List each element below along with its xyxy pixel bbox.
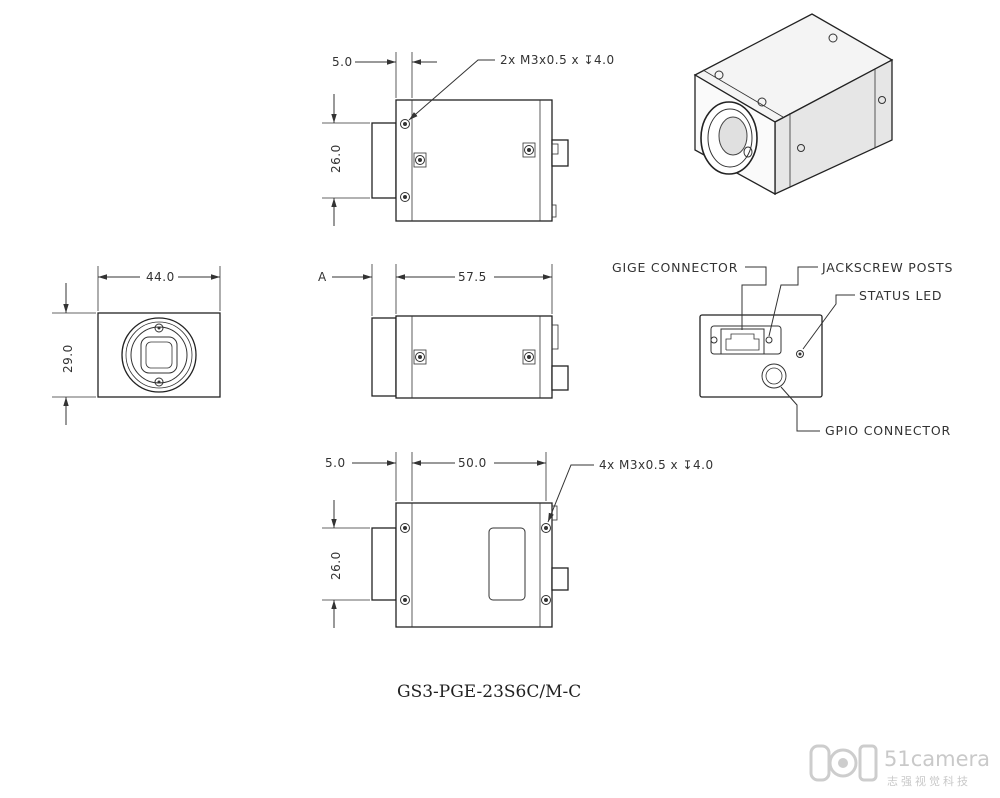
dim-front-width: 44.0 (146, 270, 175, 284)
screw-hole (413, 152, 427, 168)
label-area (488, 527, 526, 601)
lens-mount-bottom (371, 527, 397, 601)
screw-hole (154, 323, 164, 333)
screw-hole (400, 523, 410, 533)
sensor-window (140, 336, 178, 374)
screw-hole (541, 595, 551, 605)
dim-bottom-offset: 5.0 (325, 456, 346, 470)
dim-front-height: 29.0 (61, 344, 75, 373)
screw-hole (522, 349, 536, 365)
watermark-tagline: 志强视觉科技 (887, 774, 971, 788)
dim-side-length: 57.5 (458, 270, 487, 284)
dim-bottom-length: 50.0 (458, 456, 487, 470)
dim-top-height: 26.0 (329, 144, 343, 173)
jackscrew-post (765, 336, 773, 344)
screw-hole (541, 523, 551, 533)
callout-status-led: STATUS LED (859, 288, 942, 303)
top-view: 5.0 2x M3x0.5 x ↧4.0 26.0 (322, 52, 615, 226)
gpio-connector-port (761, 363, 787, 389)
camera-body-bottom (395, 502, 553, 628)
lens-mount-side (371, 317, 397, 397)
camera-body-rear (699, 314, 823, 398)
camera-body-top (395, 99, 553, 222)
screw-hole (154, 377, 164, 387)
bottom-view: 5.0 50.0 4x M3x0.5 x ↧4.0 26.0 (322, 452, 714, 628)
lens-mount-front (121, 317, 197, 393)
note-bottom-holes: 4x M3x0.5 x ↧4.0 (599, 458, 714, 472)
gpio-connector-side (551, 365, 569, 391)
screw-hole (400, 119, 410, 129)
screw-hole (400, 595, 410, 605)
status-led (796, 350, 804, 358)
side-view: A 57.5 (318, 264, 569, 399)
screw-hole (522, 142, 536, 158)
gpio-connector-bottom (551, 567, 569, 591)
watermark-brand: 51camera (884, 747, 990, 771)
dim-datum-a: A (318, 270, 327, 284)
screw-hole (413, 349, 427, 365)
note-top-holes: 2x M3x0.5 x ↧4.0 (500, 53, 615, 67)
watermark-logo: 51camera 志强视觉科技 (809, 744, 990, 788)
callout-gige-connector: GIGE CONNECTOR (612, 260, 738, 275)
lens-mount-top (371, 122, 397, 199)
jackscrew-post (710, 336, 718, 344)
rear-view: GIGE CONNECTOR JACKSCREW POSTS STATUS LE… (612, 260, 953, 438)
dim-bottom-height: 26.0 (329, 551, 343, 580)
isometric-view (693, 13, 894, 196)
model-name: GS3-PGE-23S6C/M-C (397, 682, 581, 702)
screw-hole (400, 192, 410, 202)
callout-gpio-connector: GPIO CONNECTOR (825, 423, 951, 438)
front-view: 44.0 29.0 (52, 266, 221, 425)
callout-jackscrew-posts: JACKSCREW POSTS (821, 260, 953, 275)
dim-top-offset: 5.0 (332, 55, 353, 69)
